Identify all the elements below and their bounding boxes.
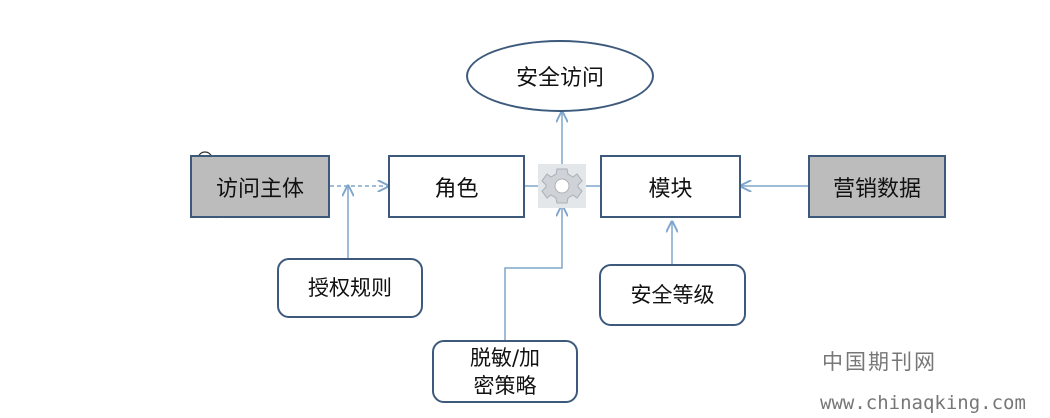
masking-encryption-label-1: 脱敏/加 (469, 345, 541, 370)
security-level-node: 安全等级 (599, 264, 746, 326)
authorization-rules-node: 授权规则 (277, 258, 423, 318)
subject-node: 访问主体 (190, 155, 330, 218)
marketing-data-label: 营销数据 (832, 176, 921, 202)
subject-label: 访问主体 (215, 176, 304, 202)
marketing-data-node: 营销数据 (808, 155, 946, 218)
gear-icon (538, 164, 586, 208)
secure-access-label: 安全访问 (515, 66, 604, 91)
watermark-url: www.chinaqking.com (820, 392, 1026, 414)
role-label: 角色 (434, 176, 479, 202)
watermark-cn: 中国期刊网 (822, 350, 937, 374)
masking-encryption-label-2: 密策略 (473, 373, 537, 398)
security-level-label: 安全等级 (630, 283, 715, 307)
module-label: 模块 (648, 176, 693, 202)
module-node: 模块 (600, 155, 741, 218)
role-node: 角色 (388, 155, 525, 218)
masking-encryption-node: 脱敏/加密策略 (432, 340, 578, 403)
authorization-rules-label: 授权规则 (308, 276, 392, 300)
strategy-arrow (504, 206, 562, 340)
secure-access-node: 安全访问 (466, 40, 654, 112)
